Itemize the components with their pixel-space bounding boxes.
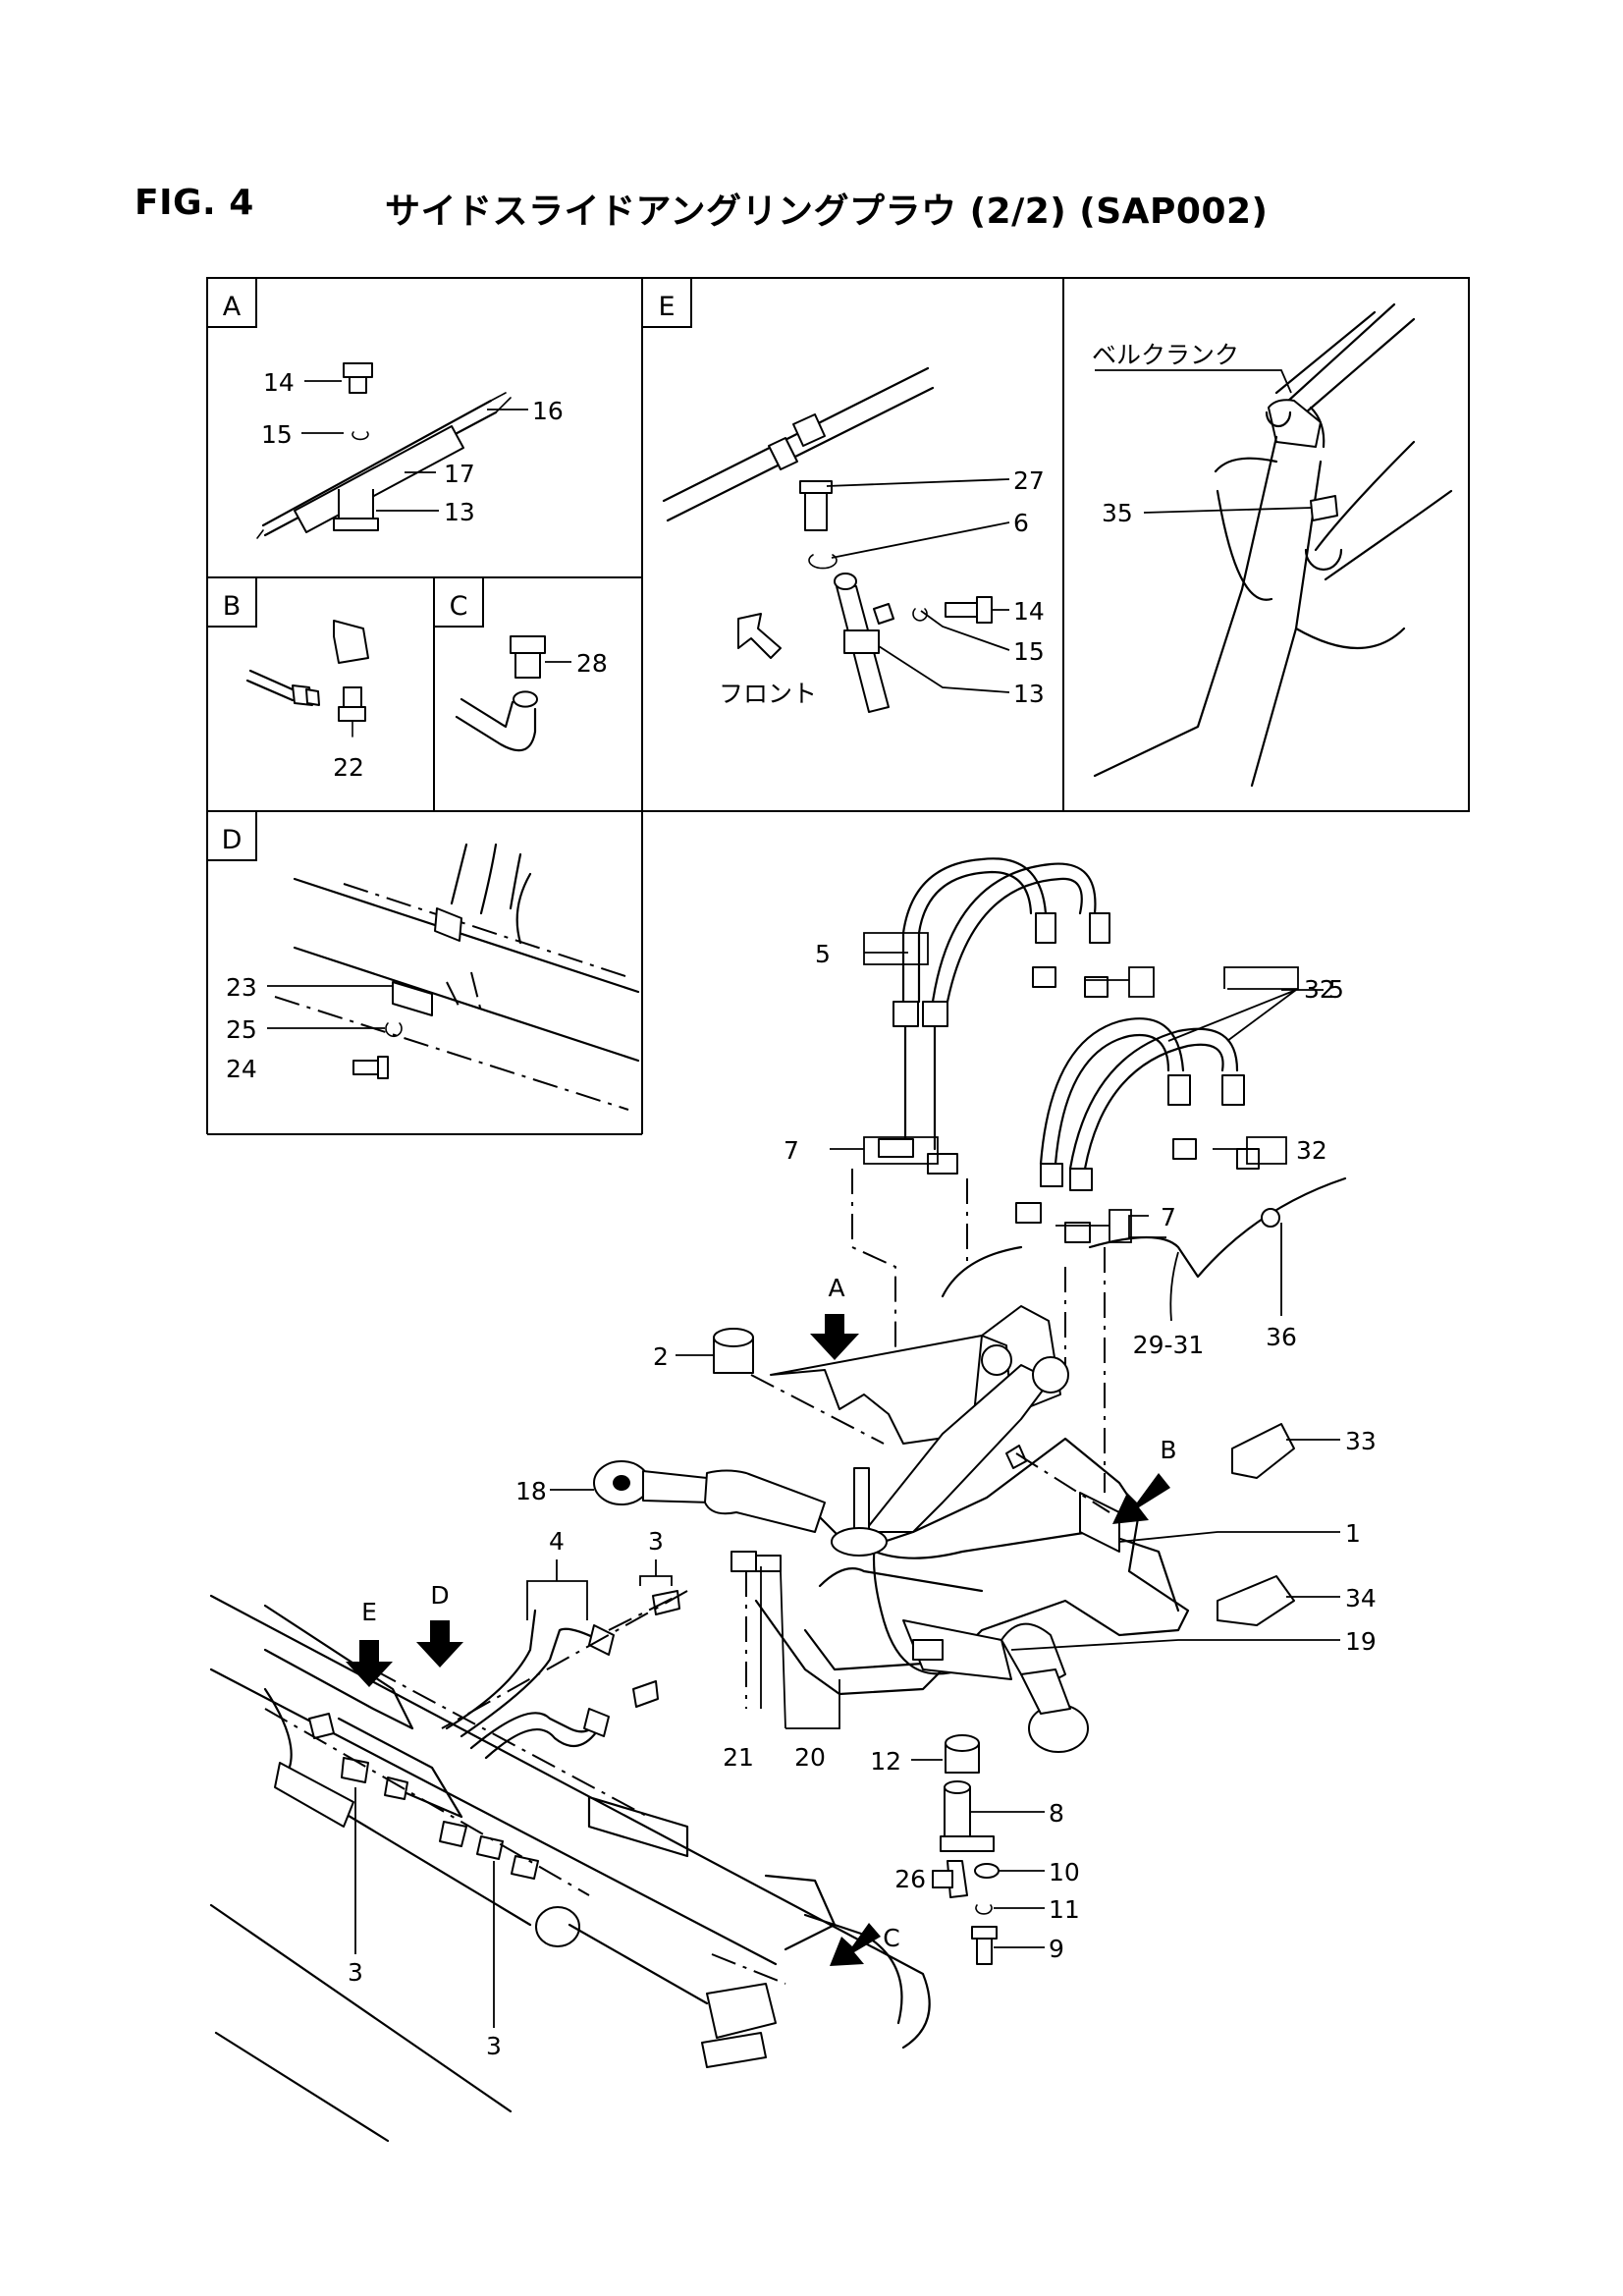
view-arrow-b-icon: [1112, 1473, 1170, 1524]
view-arrow-d-icon: [416, 1620, 463, 1667]
view-d-leaders: [267, 985, 393, 1029]
detail-frames: [206, 277, 1470, 1135]
arrow-label-e: E: [361, 1598, 377, 1626]
lower-pin-leaders: [970, 1811, 1045, 1948]
callout-25: 25: [226, 1015, 257, 1044]
bell-crank-drawing: [1093, 302, 1453, 788]
view-label-a: A: [223, 292, 242, 322]
callout-27: 27: [1013, 466, 1045, 495]
view-arrows: [346, 1314, 1170, 1966]
callout-21: 21: [723, 1743, 754, 1772]
front-arrow-icon: [737, 613, 782, 659]
callout-7-left: 7: [784, 1136, 799, 1165]
callout-16: 16: [532, 397, 564, 425]
callout-17: 17: [444, 460, 475, 488]
callout-29-31: 29-31: [1133, 1331, 1205, 1359]
view-d-drawing: [274, 843, 640, 1111]
callout-3-bottom: 3: [486, 2032, 502, 2060]
callout-13-e: 13: [1013, 680, 1045, 708]
arrow-label-a: A: [828, 1274, 844, 1302]
callout-5-upper: 5: [815, 940, 831, 968]
callout-13-a: 13: [444, 498, 475, 526]
callout-14-e: 14: [1013, 597, 1045, 626]
main-frame-drawing: [593, 1305, 1295, 1753]
view-label-d: D: [222, 825, 243, 855]
callout-20: 20: [794, 1743, 826, 1772]
callout-33: 33: [1345, 1427, 1377, 1455]
callout-24: 24: [226, 1055, 257, 1083]
arrow-label-c: C: [883, 1924, 899, 1952]
callout-35-leader: [1143, 507, 1313, 514]
callout-18: 18: [515, 1477, 547, 1505]
view-e-leaders: [826, 478, 1010, 693]
callout-26: 26: [894, 1865, 926, 1893]
callout-23: 23: [226, 973, 257, 1002]
callout-32-upper: 32: [1304, 975, 1335, 1004]
callout-36: 36: [1266, 1323, 1297, 1351]
callout-19: 19: [1345, 1627, 1377, 1656]
callout-2: 2: [653, 1342, 669, 1371]
callout-5-right: 5: [1328, 975, 1344, 1004]
view-a-leaders: [301, 380, 528, 512]
figure-title: サイドスライドアングリングプラウ (2/2) (SAP002): [385, 191, 1269, 232]
front-label: フロント: [719, 680, 817, 708]
callout-12: 12: [870, 1747, 901, 1776]
view-c-drawing: [455, 635, 546, 752]
lower-left-dashes: [264, 1590, 786, 1985]
callout-34: 34: [1345, 1584, 1377, 1613]
arrow-label-d: D: [430, 1581, 449, 1610]
bell-crank-label: ベルクランク: [1092, 341, 1239, 369]
lower-left-leaders: [354, 1559, 673, 2028]
callout-22: 22: [333, 753, 364, 782]
upper-hose-leaders: [830, 932, 1324, 1322]
callout-3-top: 3: [648, 1527, 664, 1556]
callout-10: 10: [1049, 1858, 1080, 1886]
callout-6: 6: [1013, 509, 1029, 537]
callout-14-a: 14: [263, 368, 295, 397]
view-arrow-c-icon: [830, 1923, 881, 1966]
bell-crank-leader: [1095, 369, 1292, 394]
view-label-b: B: [223, 591, 242, 622]
view-e-drawing: [662, 366, 993, 713]
view-b-drawing: [245, 620, 369, 738]
callout-11: 11: [1049, 1895, 1080, 1924]
callout-1: 1: [1345, 1519, 1361, 1548]
lower-pin-parts: [932, 1734, 1000, 1965]
callout-3-left: 3: [348, 1958, 363, 1987]
lower-left-assembly: [209, 1590, 931, 2143]
figure-number: FIG. 4: [135, 183, 254, 223]
callout-15-a: 15: [261, 420, 293, 449]
view-label-c: C: [450, 591, 468, 622]
main-frame-dashes: [745, 1374, 1110, 1709]
callout-15-e: 15: [1013, 637, 1045, 666]
callout-8: 8: [1049, 1799, 1064, 1828]
main-frame-leaders: [550, 1354, 1340, 1761]
view-label-e: E: [658, 292, 675, 322]
callout-28: 28: [576, 649, 608, 678]
callout-9: 9: [1049, 1935, 1064, 1963]
upper-hose-dashes: [851, 1169, 1106, 1493]
callout-4: 4: [549, 1527, 565, 1556]
arrow-label-b: B: [1160, 1436, 1176, 1464]
callout-35: 35: [1102, 499, 1133, 527]
view-arrow-e-icon: [346, 1640, 393, 1687]
callout-7-right: 7: [1161, 1203, 1176, 1231]
view-a-drawing: [256, 362, 512, 539]
upper-hose-assembly: [878, 857, 1347, 1298]
callout-32-lower: 32: [1296, 1136, 1327, 1165]
view-arrow-a-icon: [810, 1314, 859, 1360]
